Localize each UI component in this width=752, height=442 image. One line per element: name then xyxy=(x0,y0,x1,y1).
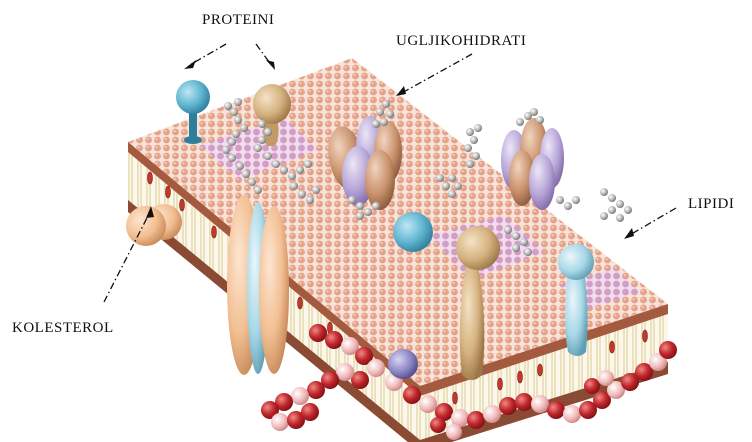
label-proteini: PROTEINI xyxy=(202,12,274,29)
label-lipidi: LIPIDI xyxy=(688,196,734,213)
label-kolesterol: KOLESTEROL xyxy=(12,320,114,337)
arrow-lipidi xyxy=(628,208,676,236)
peripheral-protein-blue xyxy=(393,212,433,252)
label-ugljikohidrati: UGLJIKOHIDRATI xyxy=(396,33,526,50)
channel-protein xyxy=(227,195,289,375)
arrow-ugljikohidrati xyxy=(400,54,472,94)
